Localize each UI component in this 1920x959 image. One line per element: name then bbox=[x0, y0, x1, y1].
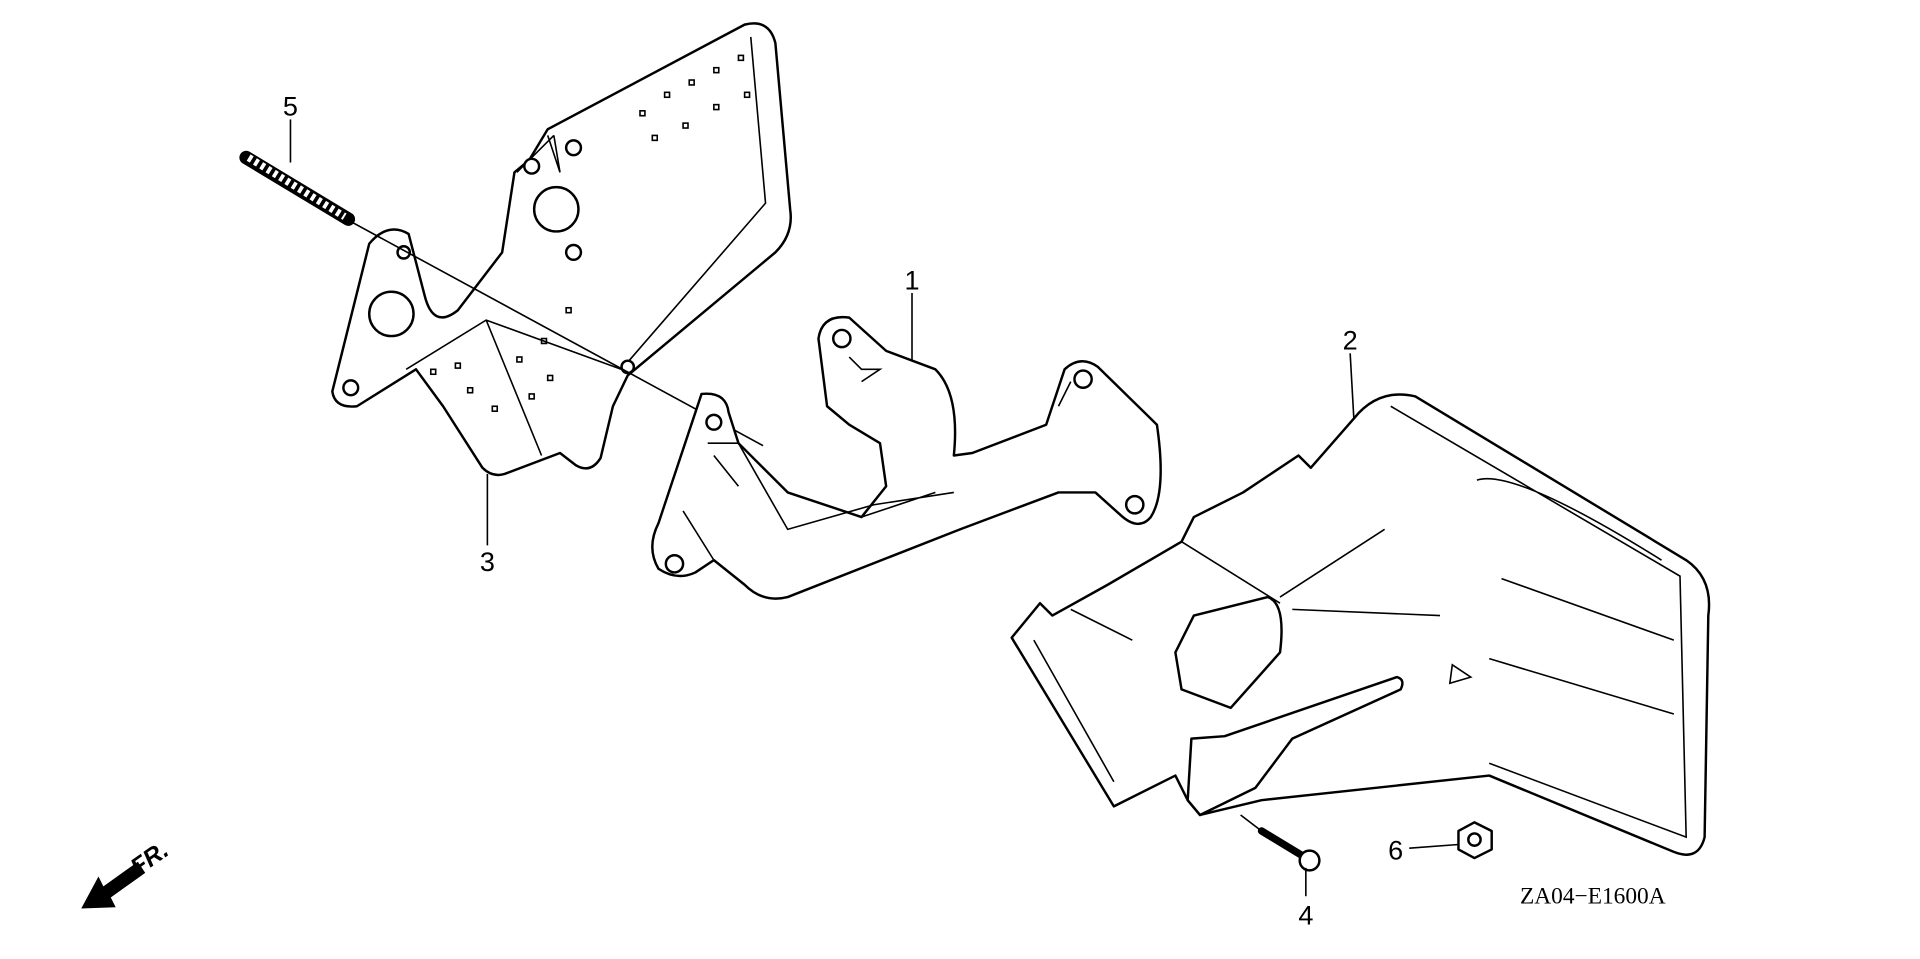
drawing-code: ZA04−E1600A bbox=[1520, 884, 1666, 910]
callout-1[interactable]: 1 bbox=[904, 264, 919, 295]
callout-6[interactable]: 6 bbox=[1388, 834, 1403, 865]
exhaust-manifold-part[interactable] bbox=[651, 315, 1162, 600]
callout-4[interactable]: 4 bbox=[1298, 900, 1313, 931]
flange-nut-part[interactable] bbox=[1457, 821, 1493, 860]
heat-shield-part[interactable] bbox=[331, 22, 792, 477]
muffler-cover-part[interactable] bbox=[1010, 393, 1711, 856]
assembly-guide-line bbox=[1240, 814, 1263, 832]
front-arrow-icon bbox=[81, 861, 146, 909]
flange-bolt-part[interactable] bbox=[1257, 827, 1321, 872]
callout-5[interactable]: 5 bbox=[283, 91, 298, 122]
assembly-guide-line bbox=[350, 220, 764, 447]
leader-lines bbox=[289, 119, 1459, 897]
callout-2[interactable]: 2 bbox=[1343, 325, 1358, 356]
stud-bolt-part[interactable] bbox=[239, 150, 356, 226]
front-direction-indicator: FR. bbox=[81, 837, 174, 909]
callout-3[interactable]: 3 bbox=[480, 546, 495, 577]
